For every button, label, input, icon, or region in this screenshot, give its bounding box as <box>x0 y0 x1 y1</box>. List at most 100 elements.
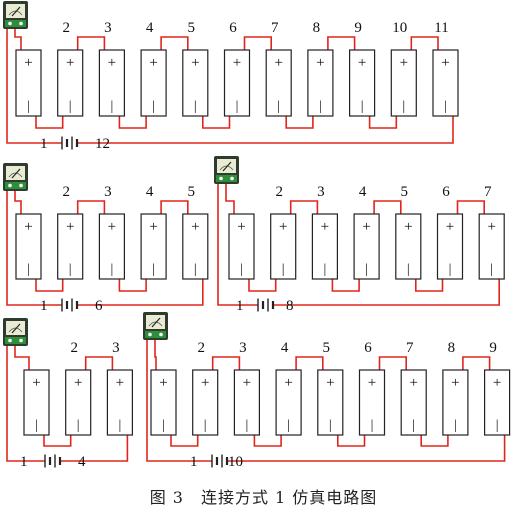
battery-cell: +| <box>23 369 50 436</box>
cell-positive-sign: + <box>149 219 157 235</box>
cell-number-label: 7 <box>484 184 492 200</box>
series-wire <box>160 36 189 50</box>
series-wire <box>76 200 106 214</box>
cell-negative-sign: | <box>496 418 499 433</box>
battery-cell: +| <box>275 369 302 436</box>
cell-negative-sign: | <box>323 262 326 277</box>
battery-right-label: 12 <box>95 136 110 152</box>
battery-right-wire <box>77 116 454 144</box>
meter-wire <box>154 340 157 370</box>
cell-negative-sign: | <box>402 99 405 114</box>
cell-number-label: 9 <box>354 20 362 36</box>
battery-cell: +| <box>228 213 255 280</box>
battery-cell: +| <box>182 49 209 117</box>
cell-number-label: 2 <box>197 340 205 356</box>
cell-number-label: 3 <box>112 340 120 356</box>
cell-negative-sign: | <box>27 99 30 114</box>
series-wire <box>243 36 273 50</box>
cell-positive-sign: + <box>279 219 287 235</box>
cell-negative-sign: | <box>162 418 165 433</box>
series-wire <box>76 36 106 50</box>
circuit-5: +|+|2+|3+|4+|5+|6+|7+|8+|9 <box>146 340 511 462</box>
meter-wire <box>225 184 235 214</box>
cell-number-label: 4 <box>146 20 154 36</box>
cell-positive-sign: + <box>66 55 74 71</box>
battery-symbol <box>61 136 79 150</box>
cell-number-label: 4 <box>146 184 154 200</box>
cell-positive-sign: + <box>321 219 329 235</box>
cell-positive-sign: + <box>149 55 157 71</box>
cell-negative-sign: | <box>245 418 248 433</box>
cell-negative-sign: | <box>152 99 155 114</box>
cell-number-label: 7 <box>271 20 279 36</box>
voltmeter-icon <box>3 163 28 191</box>
series-wire <box>211 356 241 370</box>
series-wire <box>170 435 199 447</box>
cell-positive-sign: + <box>66 219 74 235</box>
cell-negative-sign: | <box>204 418 207 433</box>
battery-right-label: 8 <box>286 298 294 314</box>
battery-left-label: 1 <box>190 454 198 470</box>
meter-wire <box>14 29 22 50</box>
battery-symbol <box>211 454 229 468</box>
battery-symbol <box>61 298 79 312</box>
cell-negative-sign: | <box>277 99 280 114</box>
battery-cell: +| <box>442 369 469 436</box>
meter-wire <box>14 346 30 370</box>
battery-cell: +| <box>349 49 376 117</box>
cell-positive-sign: + <box>108 219 116 235</box>
cell-negative-sign: | <box>282 262 285 277</box>
battery-cell: +| <box>57 49 84 117</box>
cell-positive-sign: + <box>32 375 40 391</box>
cell-negative-sign: | <box>361 99 364 114</box>
battery-cell: +| <box>317 369 344 436</box>
series-wire <box>336 435 366 447</box>
circuit-3: +|+|2+|3+|4+|5+|6+|7 <box>217 184 505 306</box>
cell-negative-sign: | <box>110 262 113 277</box>
battery-cell: +| <box>353 213 380 280</box>
cell-positive-sign: + <box>451 375 459 391</box>
battery-cell: +| <box>57 213 84 280</box>
battery-right-label: 10 <box>228 454 243 470</box>
series-wire <box>202 116 231 129</box>
series-wire <box>285 116 314 129</box>
cell-number-label: 5 <box>188 20 196 36</box>
battery-cell: +| <box>65 369 92 436</box>
circuit-4: +|+|2+|3 <box>6 340 134 462</box>
cell-positive-sign: + <box>201 375 209 391</box>
cell-positive-sign: + <box>441 55 449 71</box>
cell-negative-sign: | <box>152 262 155 277</box>
battery-left-label: 1 <box>40 298 48 314</box>
series-wire <box>248 279 277 292</box>
cell-positive-sign: + <box>446 219 454 235</box>
battery-left-wire <box>6 191 62 306</box>
battery-cell: +| <box>192 369 219 436</box>
battery-cell: +| <box>311 213 338 280</box>
battery-cell: +| <box>140 213 167 280</box>
cell-number-label: 8 <box>448 340 456 356</box>
battery-cell: +| <box>436 213 464 280</box>
cell-positive-sign: + <box>237 219 245 235</box>
cell-number-label: 7 <box>406 340 414 356</box>
series-wire <box>378 356 408 370</box>
cell-positive-sign: + <box>368 375 376 391</box>
cell-number-label: 8 <box>313 20 321 36</box>
cell-negative-sign: | <box>69 262 72 277</box>
voltmeter-icon <box>214 156 239 184</box>
cell-negative-sign: | <box>449 262 452 277</box>
series-wire <box>410 36 439 50</box>
cell-negative-sign: | <box>454 418 457 433</box>
cell-positive-sign: + <box>191 55 199 71</box>
cell-number-label: 5 <box>401 184 409 200</box>
battery-cell: +| <box>98 213 126 280</box>
battery-cell: +| <box>484 369 511 436</box>
series-wire <box>414 279 444 292</box>
battery-cell: +| <box>15 213 42 280</box>
battery-left-label: 1 <box>40 136 48 152</box>
cell-positive-sign: + <box>243 375 251 391</box>
cell-negative-sign: | <box>371 418 374 433</box>
cell-negative-sign: | <box>69 99 72 114</box>
cell-number-label: 6 <box>229 20 237 36</box>
series-wire <box>43 435 72 447</box>
